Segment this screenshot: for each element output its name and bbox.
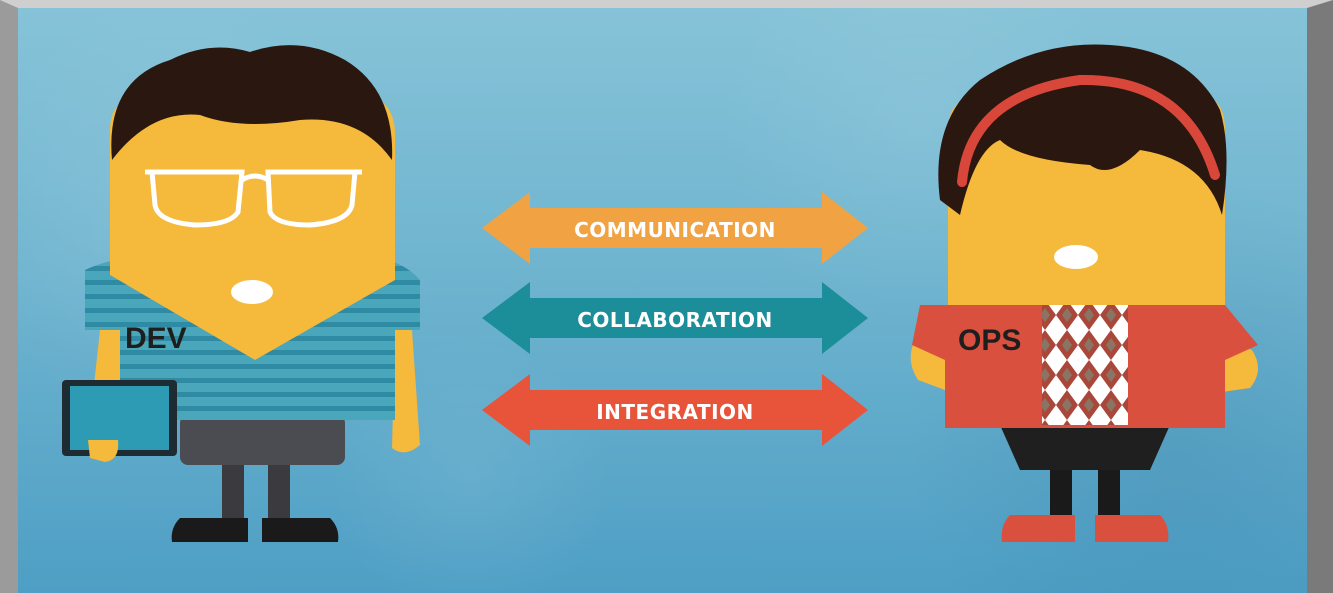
communication-label: COMMUNICATION (574, 218, 776, 242)
integration-label: INTEGRATION (596, 400, 754, 424)
arrow-communication: COMMUNICATION (482, 192, 868, 264)
arrow-integration: INTEGRATION (482, 374, 868, 446)
dev-right-shoe (262, 518, 339, 542)
ops-mouth (1054, 245, 1098, 269)
ops-skirt (1000, 425, 1170, 470)
ops-hair (938, 44, 1227, 215)
dev-right-arm (392, 330, 420, 453)
dev-pants (180, 415, 345, 465)
ops-argyle-vest (1042, 300, 1128, 425)
dev-hand (88, 440, 119, 462)
ops-right-shoe (1095, 515, 1169, 542)
dev-head (110, 95, 395, 360)
collaboration-label: COLLABORATION (577, 308, 773, 332)
ops-character: OPS (910, 44, 1259, 542)
dev-shirt-label: DEV (125, 322, 187, 355)
ops-headband (957, 74, 1220, 187)
dev-glasses (145, 169, 362, 228)
ops-left-shoe (1001, 515, 1075, 542)
dev-tablet (62, 380, 177, 456)
dev-hair (111, 45, 393, 160)
dev-character: DEV (62, 45, 420, 542)
arrow-collaboration: COLLABORATION (482, 282, 868, 354)
dev-mouth (231, 280, 273, 304)
ops-jacket-label: OPS (958, 324, 1021, 357)
dev-left-shoe (171, 518, 248, 542)
